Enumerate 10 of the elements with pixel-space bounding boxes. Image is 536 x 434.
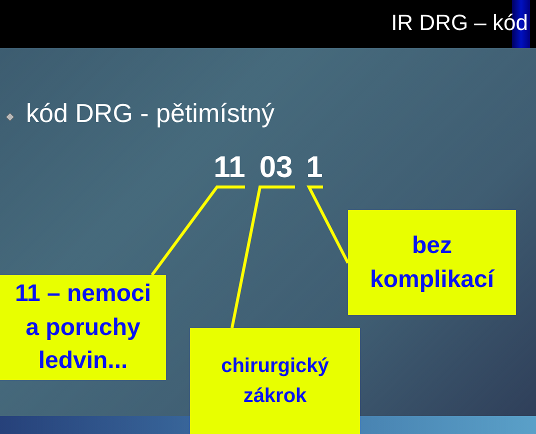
code-digits: 1 — [305, 153, 324, 181]
bullet-text: kód DRG - pětimístný — [26, 100, 275, 126]
callout-box: chirurgický zákrok — [190, 328, 360, 434]
code-digits: 11 — [213, 153, 246, 181]
leader-line — [230, 186, 295, 328]
callout-box: 11 – nemoci a poruchy ledvin... — [0, 275, 166, 380]
leader-line — [150, 186, 245, 276]
code-digits: 03 — [256, 153, 296, 181]
leader-line — [306, 186, 350, 264]
callout-box: bez komplikací — [348, 210, 516, 315]
